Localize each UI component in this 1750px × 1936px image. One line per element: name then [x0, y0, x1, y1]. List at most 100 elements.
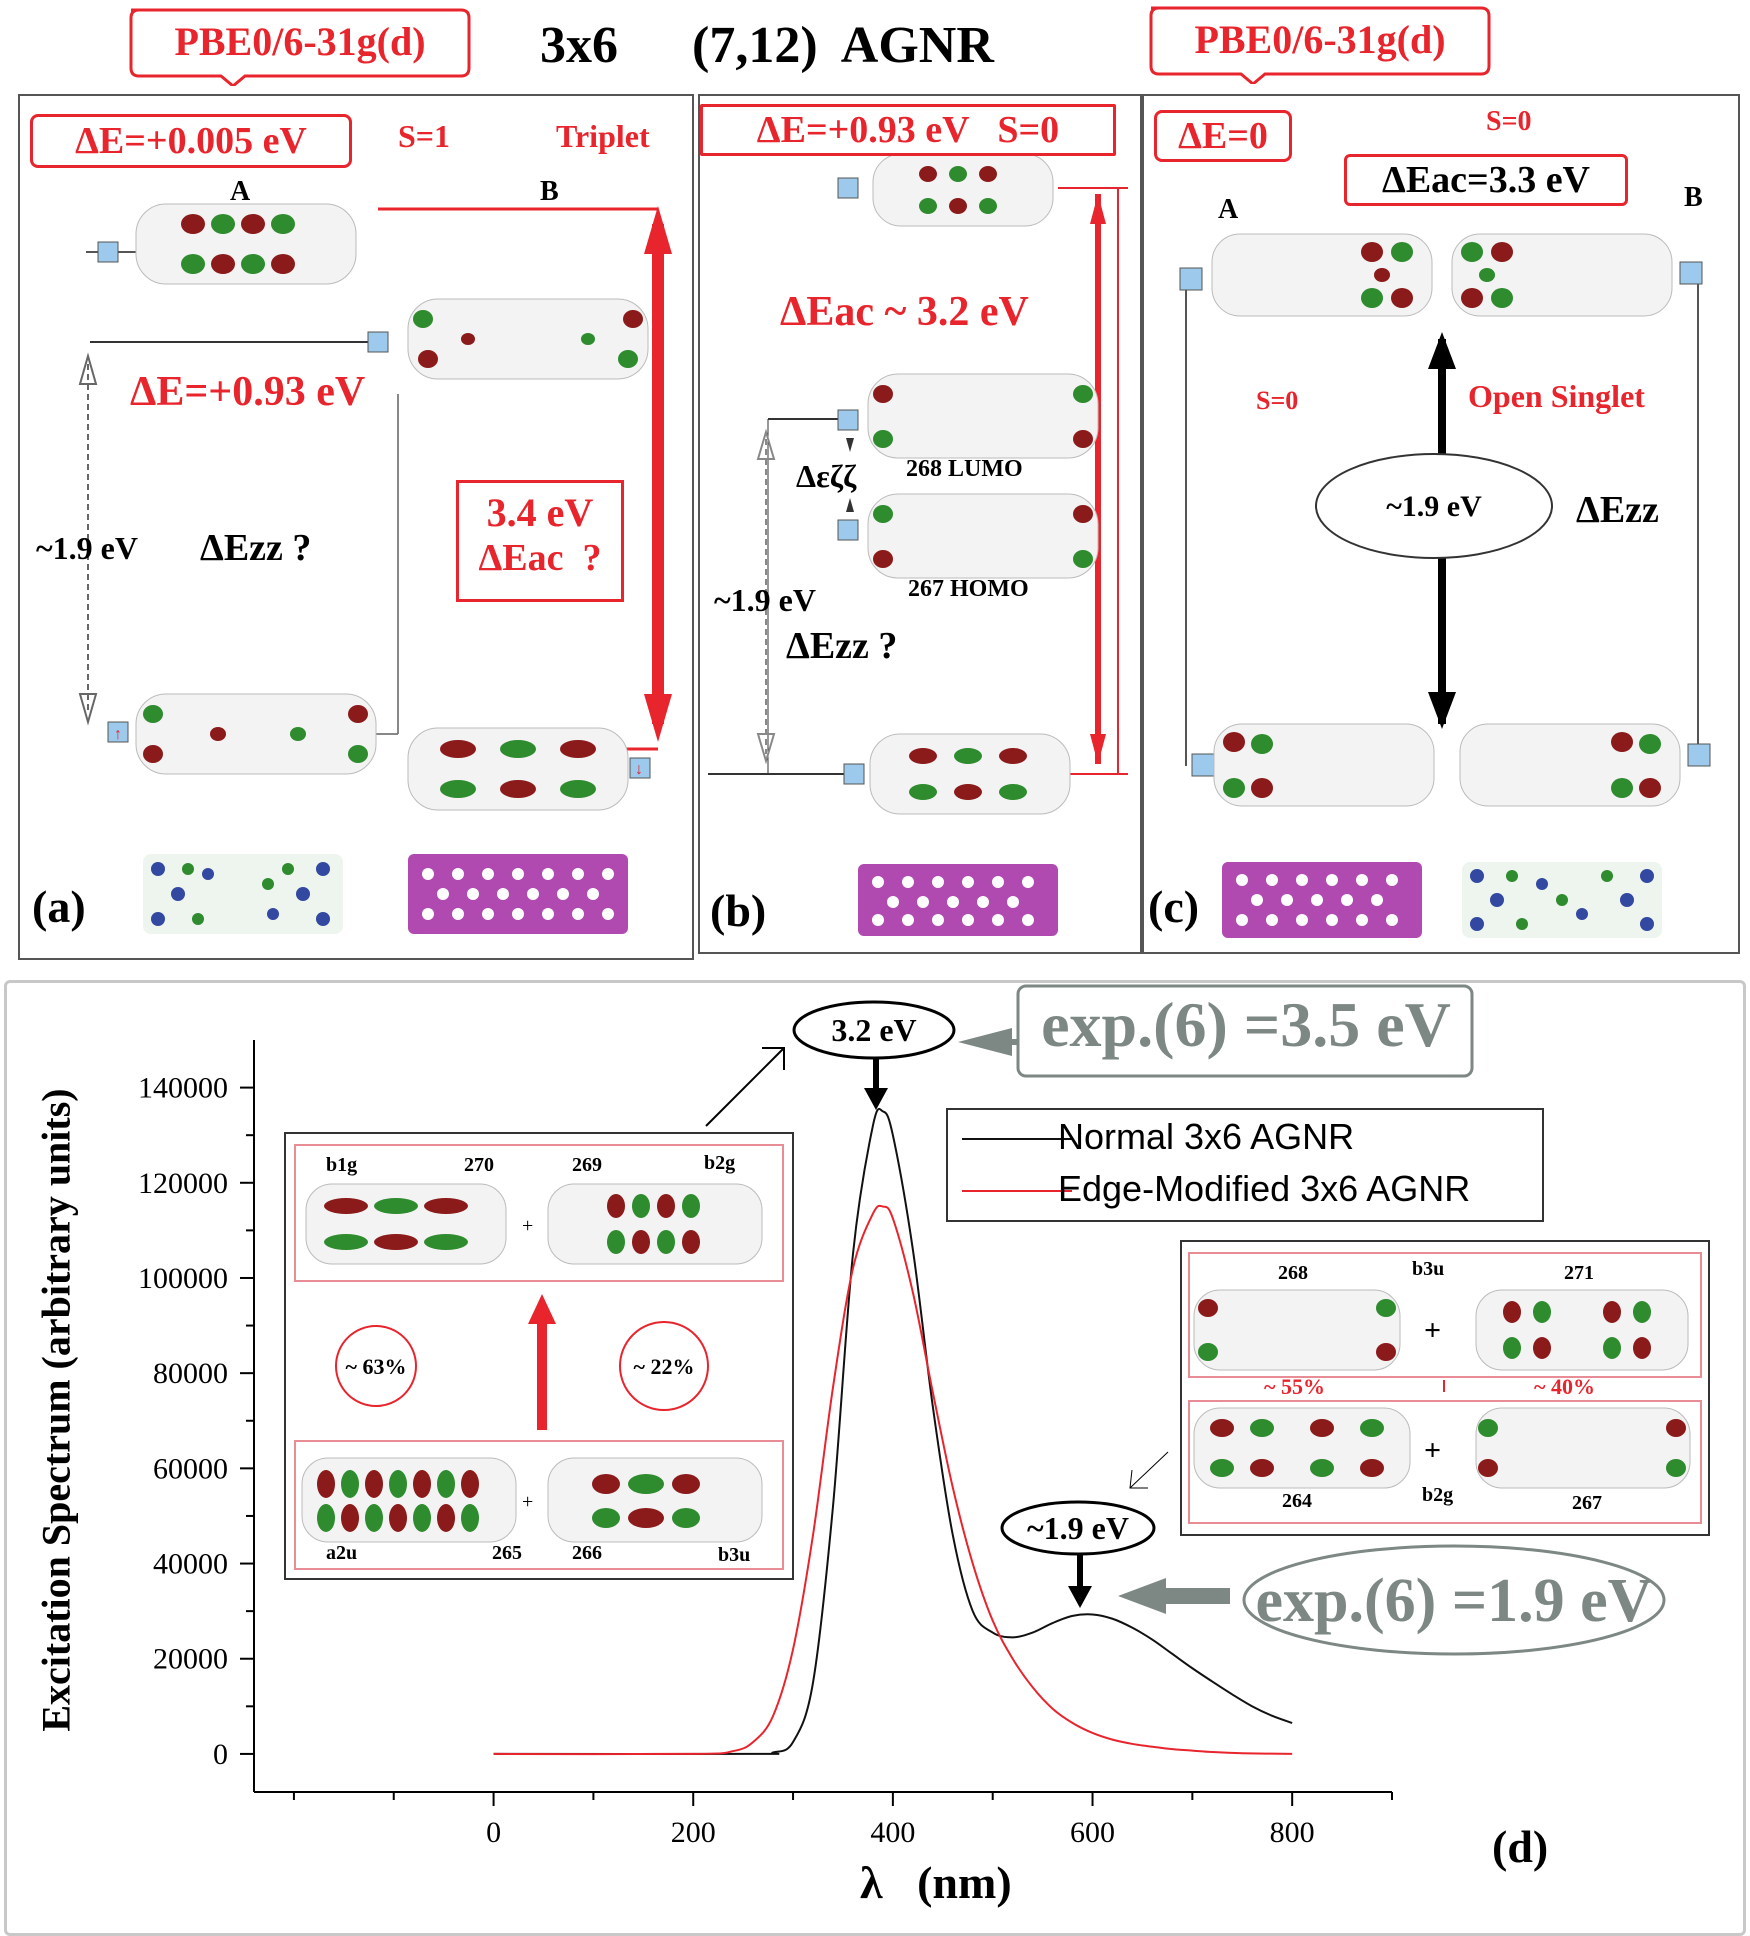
exp-high-arrow — [958, 1028, 1012, 1056]
orbital-268 — [1193, 1289, 1401, 1371]
y-tick-label: 0 — [213, 1738, 228, 1771]
inset-left-269: 269 — [572, 1154, 602, 1176]
svg-text:+: + — [522, 1491, 533, 1513]
panel-a-deac-box: 3.4 eV ΔEac ? — [456, 480, 624, 602]
y-tick-label: 120000 — [138, 1167, 228, 1200]
exp-high-label: exp.(6) =3.5 eV — [1041, 989, 1451, 1060]
orbital-b-low — [869, 733, 1071, 815]
panel-b-deac: ΔEac ~ 3.2 eV — [780, 289, 1029, 335]
inset-right-267: 267 — [1572, 1492, 1602, 1514]
inset-left-270: 270 — [464, 1154, 494, 1176]
inset-right-271: 271 — [1564, 1262, 1594, 1284]
title-size: 3x6 — [540, 17, 618, 74]
lattice-b — [858, 864, 1058, 936]
panel-c-dezz: ΔEzz — [1576, 489, 1659, 531]
panel-b-tag: (b) — [710, 885, 767, 936]
inset-left-pct22: ~ 22% — [633, 1354, 695, 1379]
level-box-b-top — [837, 177, 859, 199]
inset-right-268: 268 — [1278, 1262, 1308, 1284]
panel-c-open-singlet: Open Singlet — [1468, 378, 1645, 414]
orbital-265 — [301, 1457, 517, 1543]
inset-right-orbitals: + + — [1193, 1289, 1691, 1489]
orbital-c-b-top — [1451, 233, 1673, 317]
orbital-264 — [1193, 1407, 1411, 1489]
orbital-b-top — [872, 153, 1054, 227]
panel-c-label-A: A — [1218, 194, 1239, 225]
inset-left-b2g: b2g — [704, 1152, 736, 1174]
chart-legend: Normal 3x6 AGNR Edge-Modified 3x6 AGNR — [946, 1108, 1544, 1222]
inset-right: + + 268 b3u 271 ~ 55% ~ 40% 264 b2g 267 — [1180, 1240, 1710, 1536]
inset-right-lower-box — [1188, 1400, 1702, 1524]
level-box-c-b-top — [1679, 261, 1703, 285]
x-tick-label: 200 — [671, 1816, 716, 1849]
level-box-b-low — [843, 763, 865, 785]
panel-d-tag: (d) — [1492, 1821, 1549, 1872]
title-name: (7,12) AGNR — [692, 17, 994, 74]
panel-b-deps: Δεζζ — [796, 458, 857, 494]
exp-high-box — [1016, 984, 1474, 1078]
legend-swatch-normal — [962, 1138, 1072, 1140]
inset-left-b1g: b1g — [326, 1154, 358, 1176]
panel-c-ellipse-label: ~1.9 eV — [1386, 490, 1482, 523]
orbital-a-low — [135, 693, 377, 775]
lattice-c — [1222, 862, 1422, 938]
orbital-271 — [1475, 1289, 1689, 1371]
panel-b-diagram — [708, 153, 1128, 936]
orbital-c-a-top — [1211, 233, 1433, 317]
orbital-266 — [547, 1457, 763, 1543]
orbital-a-top — [135, 203, 357, 285]
orbital-270 — [305, 1183, 507, 1265]
inset-right-264: 264 — [1282, 1490, 1312, 1512]
level-box-c-a-top — [1179, 267, 1203, 291]
panel-c-ellipse — [1315, 453, 1553, 559]
panel-b-delta-e-top: ΔE=+0.93 eV S=0 — [700, 104, 1116, 156]
peak-label: 3.2 eV — [831, 1012, 917, 1048]
exp-low-ellipse — [1242, 1544, 1666, 1656]
svg-text:+: + — [1424, 1314, 1441, 1347]
panel-a-box-34: 3.4 eV — [486, 490, 594, 535]
inset-left-orbitals: + + — [301, 1183, 763, 1543]
panel-a-gap: ~1.9 eV — [36, 530, 138, 566]
orbital-269 — [547, 1183, 763, 1265]
inset-right-b2g: b2g — [1422, 1484, 1454, 1506]
panel-a-spin: S=1 — [398, 118, 451, 154]
svg-text:+: + — [1424, 1434, 1441, 1467]
panel-c-spin-top: S=0 — [1486, 106, 1532, 137]
series-line-1 — [493, 1204, 1293, 1756]
y-tick-label: 60000 — [153, 1452, 228, 1485]
level-box-b-lumo — [837, 409, 859, 431]
orbital-b-lumo — [867, 373, 1099, 459]
spin-density-a — [143, 854, 343, 934]
y-tick-label: 140000 — [138, 1072, 228, 1105]
chart-series — [493, 1107, 1293, 1756]
lattice-a — [408, 854, 628, 934]
y-tick-label: 80000 — [153, 1357, 228, 1390]
orbital-c-b-low — [1459, 723, 1681, 807]
orbital-b-mid — [407, 298, 649, 380]
x-tick-label: 600 — [1070, 1816, 1115, 1849]
right-method-label: PBE0/6-31g(d) — [1194, 17, 1446, 62]
exp-low-label: exp.(6) =1.9 eV — [1255, 1567, 1653, 1635]
left-method-callout — [129, 8, 471, 86]
inset-right-pct40: ~ 40% — [1534, 1374, 1595, 1399]
inset-left-265: 265 — [492, 1542, 522, 1564]
series-line-0 — [493, 1107, 1293, 1756]
inset-left-lower-box — [294, 1440, 784, 1570]
legend-label-edge: Edge-Modified 3x6 AGNR — [1058, 1168, 1471, 1209]
inset-left-pct63: ~ 63% — [345, 1354, 407, 1379]
x-tick-label: 0 — [486, 1816, 501, 1849]
panel-a-delta-e-mid: ΔE=+0.93 eV — [130, 369, 366, 415]
low-label: ~1.9 eV — [1027, 1510, 1129, 1546]
chart-axes — [253, 1040, 1392, 1793]
inset-left-266: 266 — [572, 1542, 602, 1564]
panel-b-gap: ~1.9 eV — [714, 582, 816, 618]
panel-a-delta-e-top: ΔE=+0.005 eV — [30, 114, 352, 168]
panel-a-label-A: A — [230, 176, 251, 207]
legend-swatch-edge — [962, 1190, 1072, 1192]
panel-a-state: Triplet — [556, 118, 650, 154]
panel-c-diagram — [1179, 233, 1711, 938]
legend-label-normal: Normal 3x6 AGNR — [1058, 1116, 1355, 1157]
